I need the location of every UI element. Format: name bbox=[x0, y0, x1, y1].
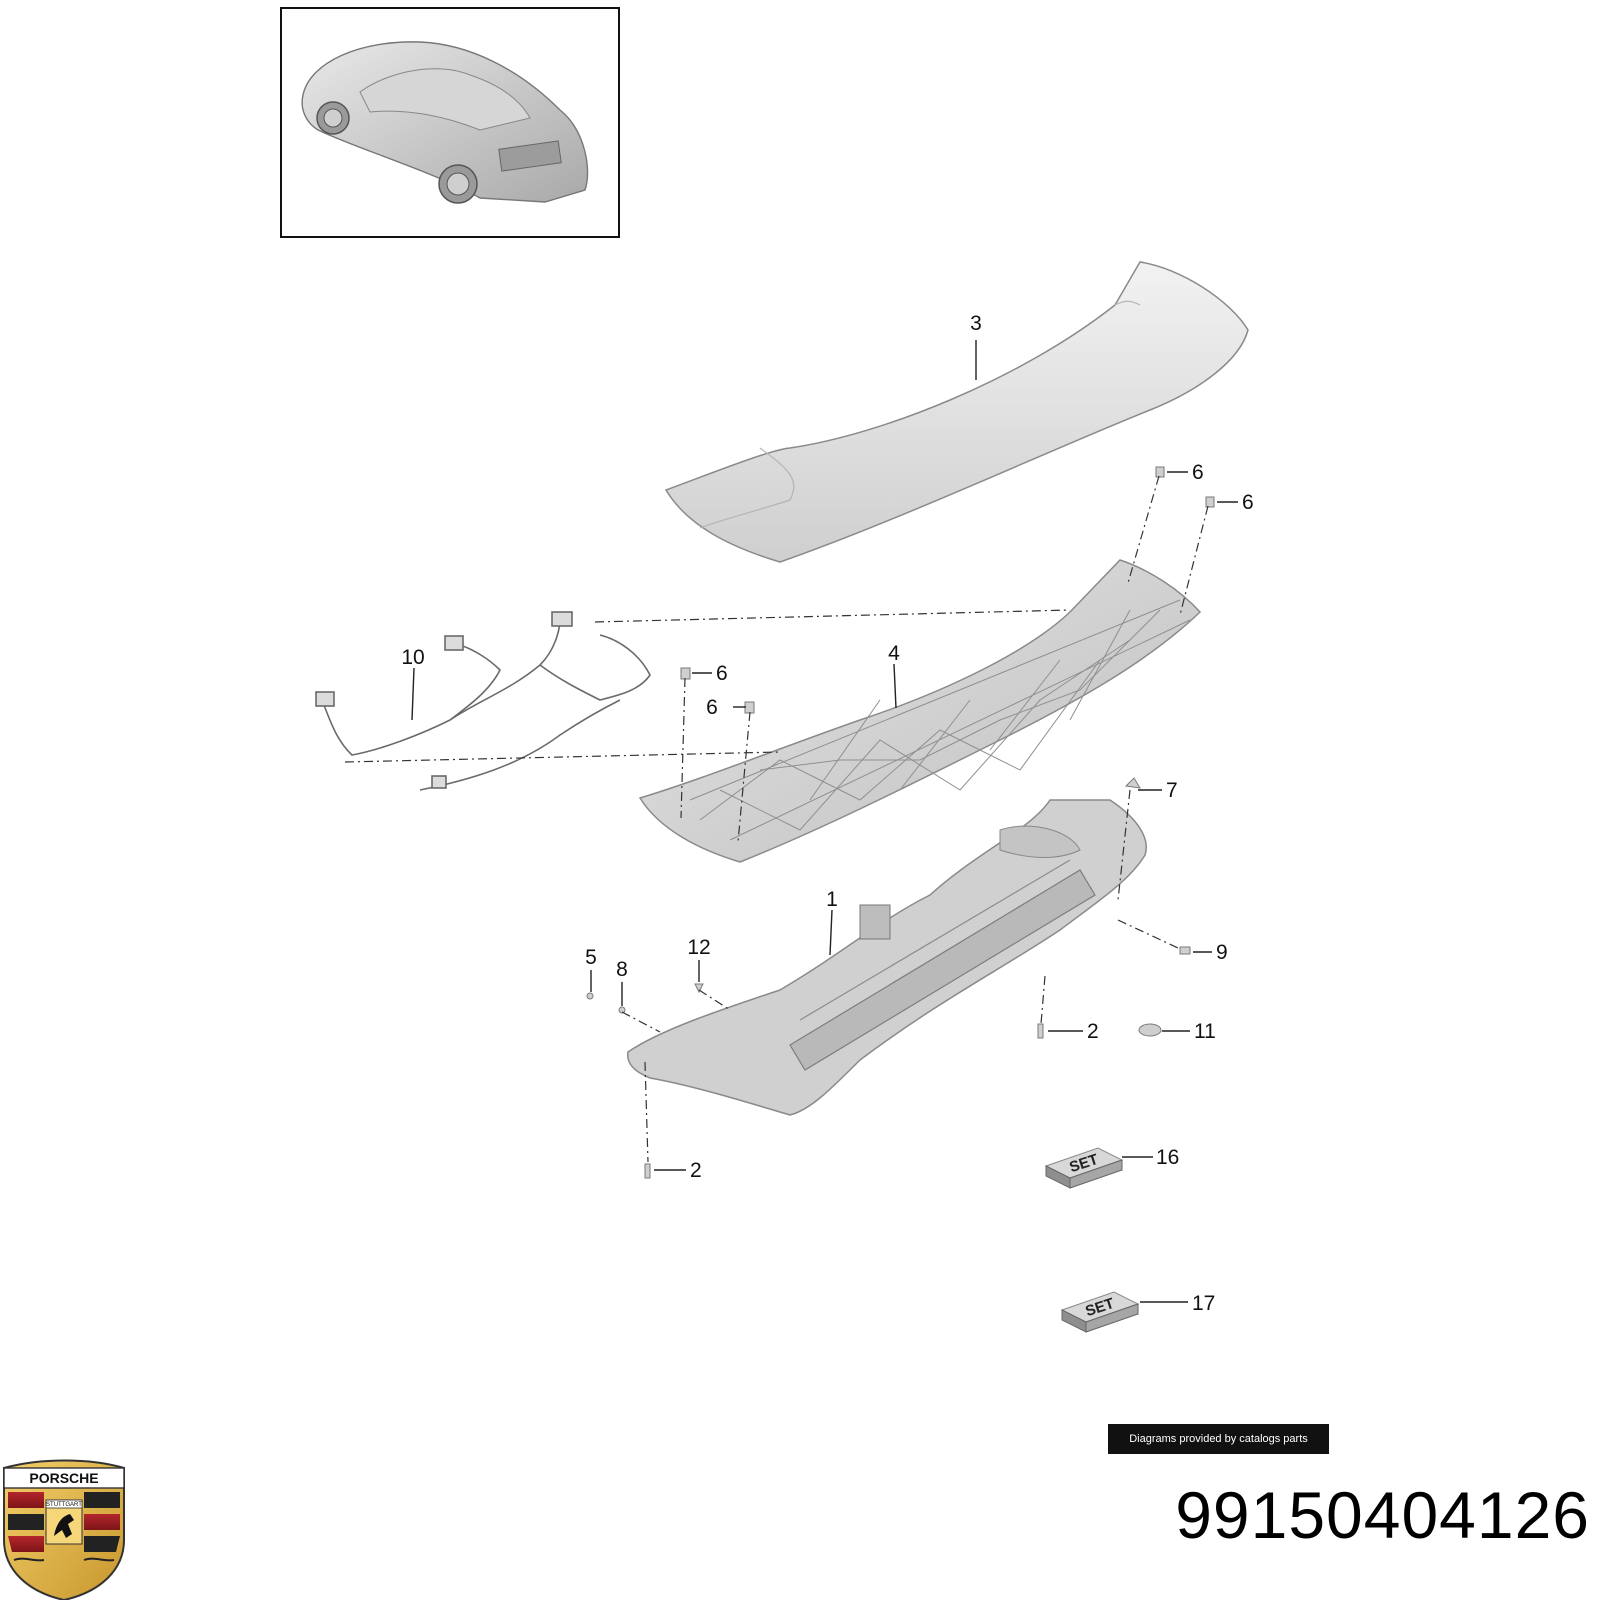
crest-text-mid: STUTTGART bbox=[46, 1502, 82, 1508]
wing-spoiler-part bbox=[664, 261, 1249, 563]
callout-3: 3 bbox=[970, 312, 982, 335]
crest-text-top: PORSCHE bbox=[29, 1470, 98, 1486]
set-box-16: SET bbox=[1044, 1147, 1124, 1189]
callout-11: 11 bbox=[1194, 1020, 1216, 1043]
leader-lines bbox=[411, 340, 1238, 1303]
part-number: 99150404126 bbox=[1175, 1478, 1590, 1552]
callout-2-a: 2 bbox=[1087, 1020, 1099, 1043]
callout-6-b: 6 bbox=[1242, 491, 1254, 514]
callout-17: 17 bbox=[1192, 1292, 1215, 1315]
porsche-crest-logo: PORSCHE STUTTGART bbox=[3, 1459, 125, 1600]
callout-6-a: 6 bbox=[1192, 461, 1204, 484]
callout-7: 7 bbox=[1166, 779, 1178, 802]
diagram-credit-label: Diagrams provided by catalogs parts bbox=[1108, 1424, 1329, 1454]
callout-8: 8 bbox=[616, 958, 628, 981]
wiring-harness-part bbox=[315, 611, 651, 791]
callout-5: 5 bbox=[585, 946, 597, 969]
fasteners bbox=[586, 466, 1215, 1179]
callout-10: 10 bbox=[401, 646, 424, 669]
callout-labels: 3 6 6 10 4 6 6 7 1 5 8 12 9 2 11 2 16 17 bbox=[401, 312, 1253, 1315]
alignment-lines bbox=[344, 475, 1209, 1163]
upper-lattice-panel-part bbox=[638, 559, 1202, 863]
callout-16: 16 bbox=[1156, 1146, 1179, 1169]
callout-2-b: 2 bbox=[690, 1159, 702, 1182]
lower-frame-part bbox=[627, 799, 1147, 1116]
car-thumbnail bbox=[280, 7, 620, 238]
callout-6-d: 6 bbox=[706, 696, 718, 719]
set-box-17: SET bbox=[1060, 1291, 1140, 1333]
callout-1: 1 bbox=[826, 888, 838, 911]
callout-9: 9 bbox=[1216, 941, 1228, 964]
callout-12: 12 bbox=[687, 936, 710, 959]
callout-4: 4 bbox=[888, 642, 900, 665]
callout-6-c: 6 bbox=[716, 662, 728, 685]
